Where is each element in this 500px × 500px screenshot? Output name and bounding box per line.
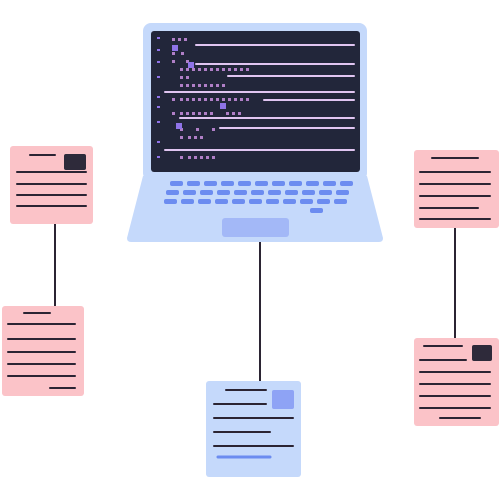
document-icon	[414, 338, 499, 426]
code-editor-icon	[157, 37, 355, 159]
connectors	[54, 224, 456, 381]
doc-thumbnail	[64, 154, 86, 170]
document-icon	[206, 381, 301, 477]
laptop-trackpad	[222, 218, 289, 237]
laptop-icon	[127, 23, 383, 242]
doc-thumbnail	[272, 390, 294, 409]
document-icon	[10, 146, 93, 224]
document-icon	[414, 150, 499, 228]
laptop-keyboard	[164, 181, 353, 213]
code-editor-screen	[151, 31, 360, 172]
document-icon	[2, 306, 84, 396]
doc-thumbnail	[472, 345, 492, 361]
